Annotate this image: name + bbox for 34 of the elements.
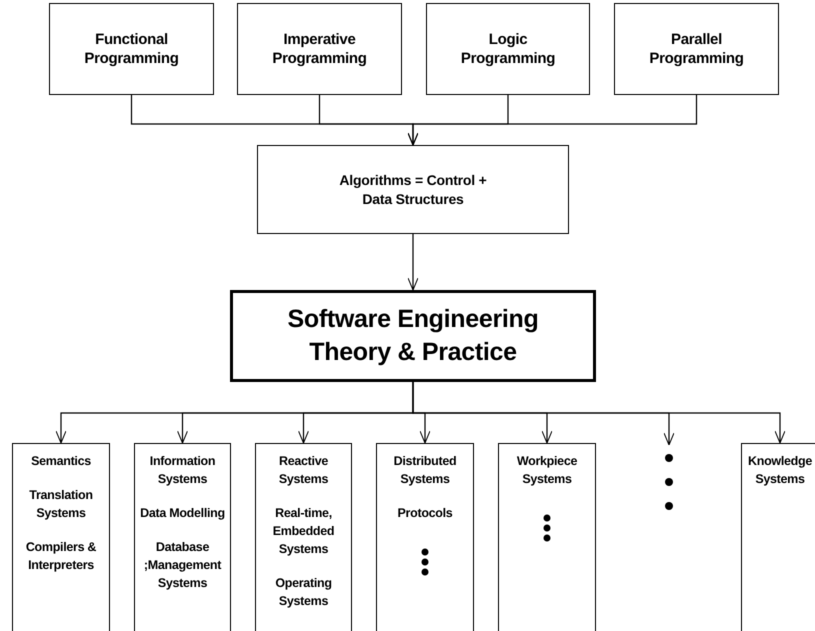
central-box <box>230 290 596 382</box>
box-text: Operating Systems <box>274 575 333 610</box>
process-box <box>257 145 569 234</box>
box-text: Distributed Systems <box>392 453 458 488</box>
arrow <box>408 95 698 146</box>
box-text: Functional Programming <box>84 30 179 68</box>
arrow <box>408 234 418 290</box>
box-text: Algorithms = Control + Data Structures <box>338 170 488 208</box>
process-box <box>237 3 402 95</box>
box-text: Knowledge Systems <box>747 453 813 488</box>
process-box <box>49 3 214 95</box>
box-text: Data Modelling <box>140 505 225 522</box>
box-text: Real-time, Embedded Systems <box>272 505 336 558</box>
process-box <box>614 3 779 95</box>
process-box <box>426 3 590 95</box>
box-text: Imperative Programming <box>272 30 367 68</box>
box-text: Parallel Programming <box>649 30 744 68</box>
box-text: Semantics <box>31 453 91 470</box>
box-text: Database ;Management Systems <box>142 539 222 592</box>
category-box <box>498 443 596 631</box>
box-text: Workpiece Systems <box>516 453 578 488</box>
box-text: Reactive Systems <box>278 453 330 488</box>
arrow <box>412 382 786 444</box>
box-text: Logic Programming <box>460 30 556 68</box>
box-text: Software Engineering Theory & Practice <box>286 304 540 368</box>
box-text: Information Systems <box>148 453 216 488</box>
box-text: Translation Systems <box>28 487 94 522</box>
box-text: Compilers & Interpreters <box>24 539 98 574</box>
box-text: Protocols <box>398 505 452 522</box>
category-box <box>12 443 110 631</box>
category-box <box>255 443 352 631</box>
category-box <box>376 443 474 631</box>
category-box <box>134 443 231 631</box>
category-box <box>741 443 815 631</box>
